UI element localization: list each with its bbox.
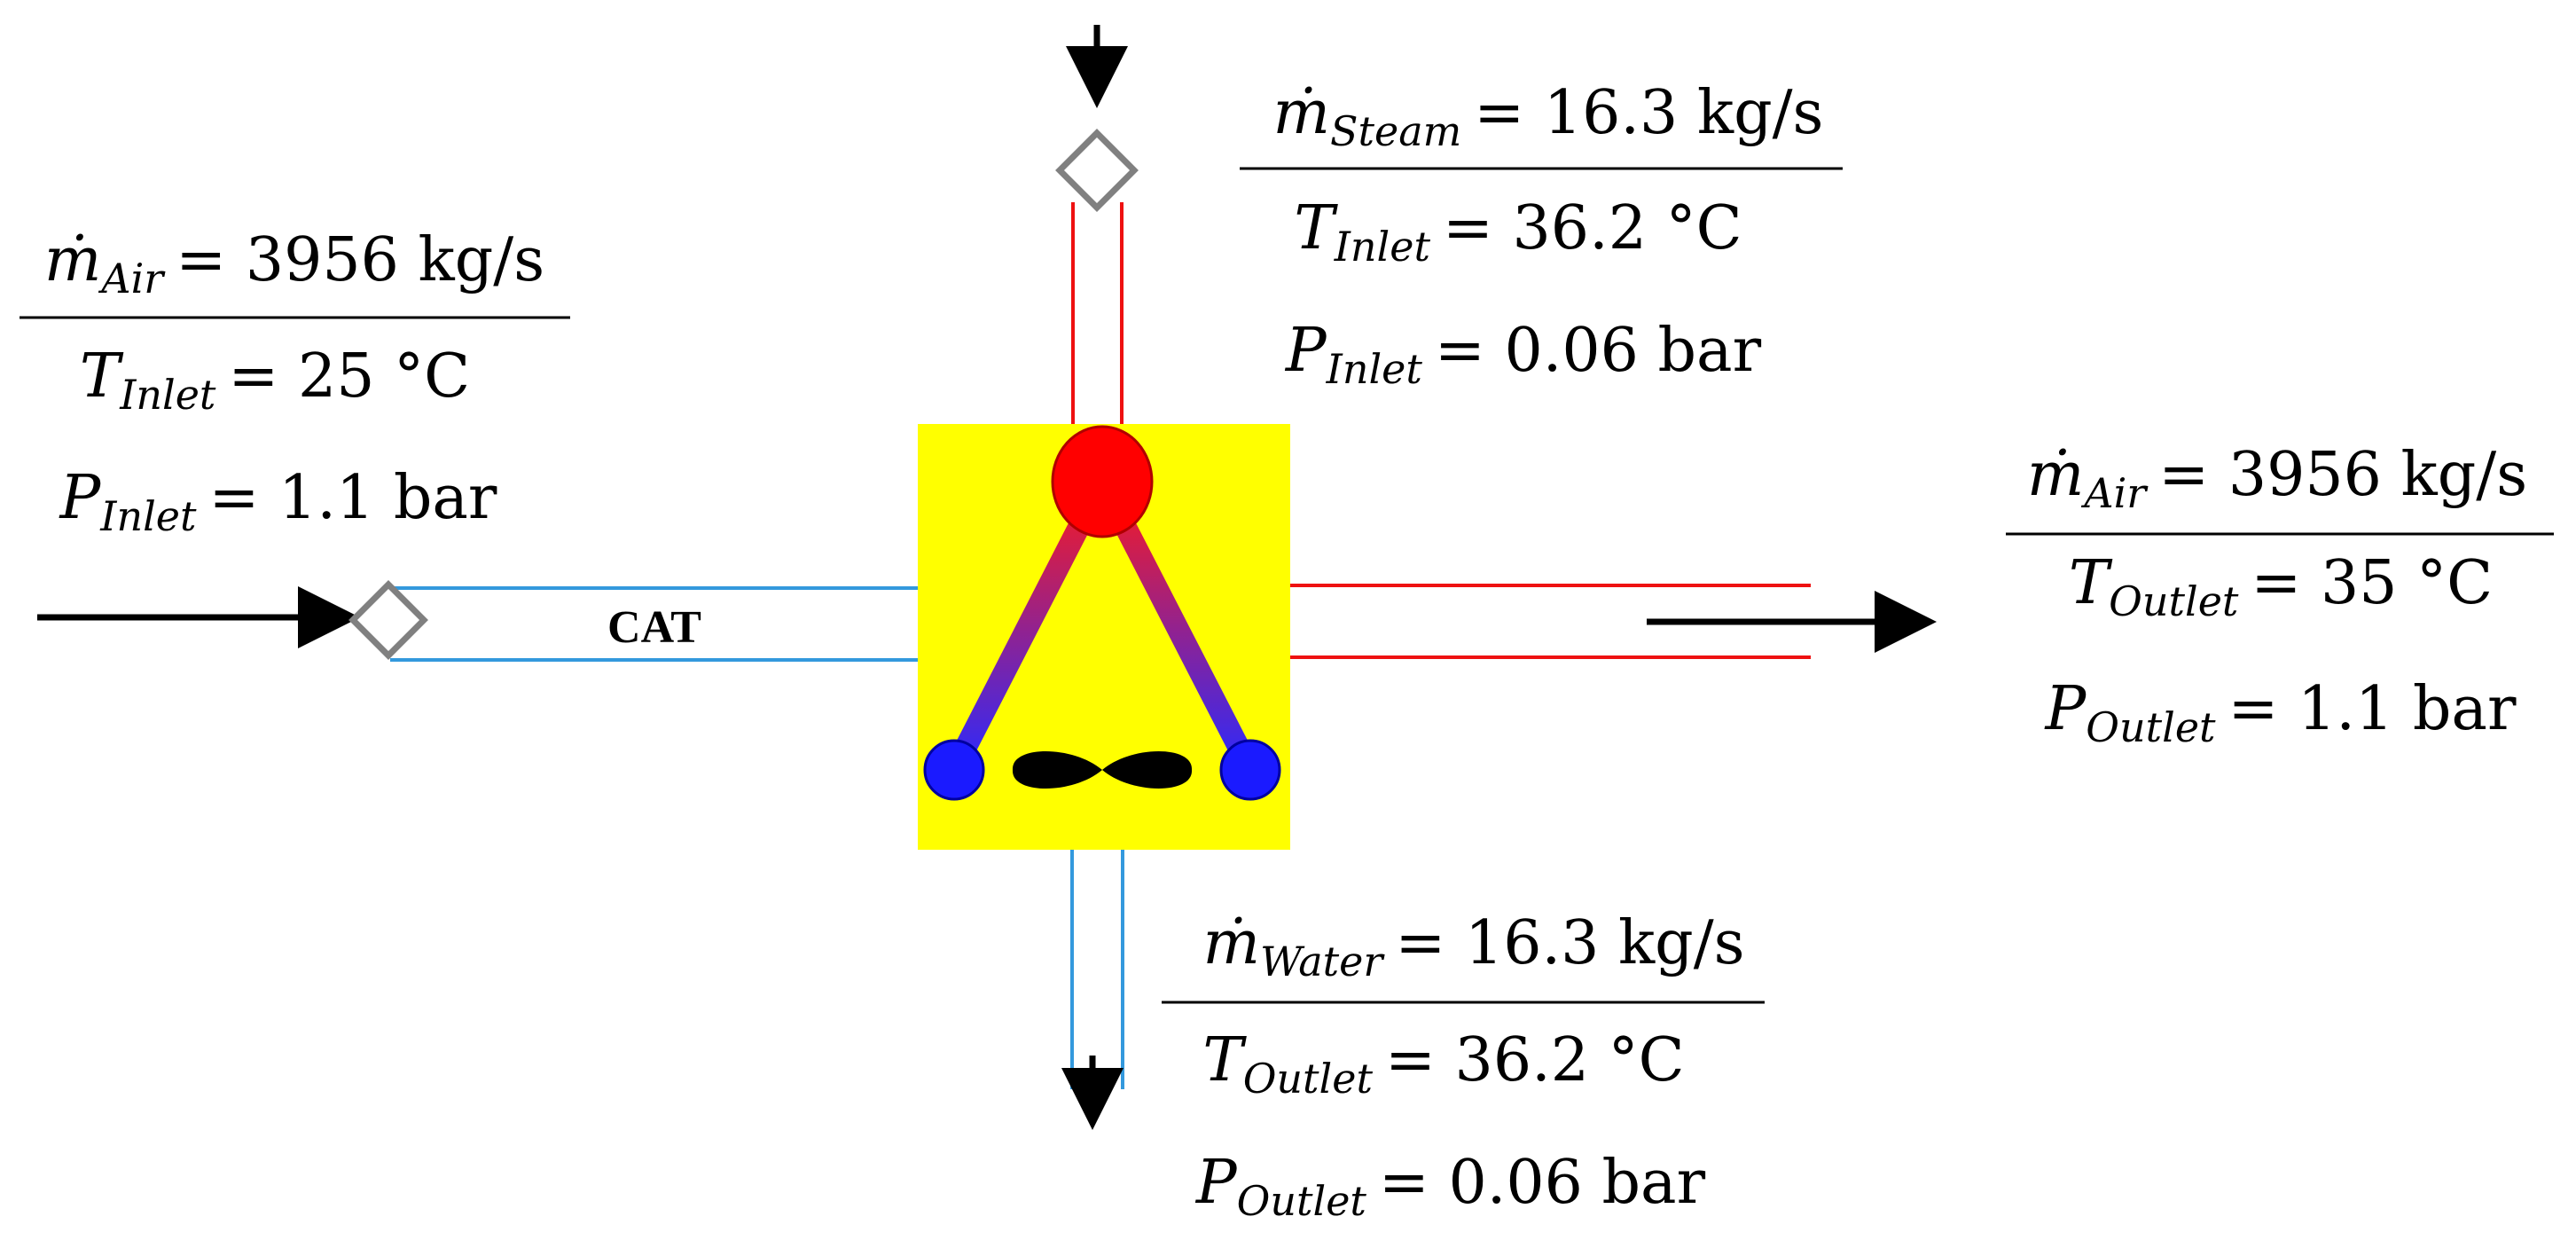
- air-outlet-pipe: [1290, 584, 1811, 659]
- water-outlet-pipe: [1070, 850, 1124, 1089]
- air-inlet-pressure: PInlet= 1.1 bar: [59, 463, 497, 540]
- air-outlet-temperature: TOutlet= 35 °C: [2069, 548, 2493, 625]
- air-outlet-data: ṁAir= 3956 kg/s TOutlet= 35 °C POutlet= …: [2006, 440, 2554, 751]
- steam-inlet-flow-rate: ṁSteam= 16.3 kg/s: [1273, 78, 1824, 155]
- steam-inlet-valve-icon: [1055, 129, 1139, 212]
- air-outlet-pressure: POutlet= 1.1 bar: [2044, 674, 2517, 751]
- air-outlet-flow-rate: ṁAir= 3956 kg/s: [2027, 440, 2527, 517]
- water-outlet-pressure: POutlet= 0.06 bar: [1194, 1148, 1706, 1225]
- cold-node-left-icon: [923, 739, 985, 801]
- cold-node-right-icon: [1219, 739, 1281, 801]
- water-outlet-temperature: TOutlet= 36.2 °C: [1202, 1025, 1684, 1103]
- steam-inlet-temperature: TInlet= 36.2 °C: [1294, 193, 1742, 271]
- hot-node-icon: [1051, 425, 1154, 538]
- cooling-tower-unit: [918, 424, 1290, 850]
- steam-inlet-pipe: [1071, 202, 1124, 424]
- water-outlet-data: ṁWater= 16.3 kg/s TOutlet= 36.2 °C POutl…: [1162, 908, 1765, 1225]
- air-inlet-data: ṁAir= 3956 kg/s TInlet= 25 °C PInlet= 1.…: [20, 225, 570, 540]
- air-inlet-pipe: [390, 586, 918, 662]
- steam-inlet-pressure: PInlet= 0.06 bar: [1284, 316, 1762, 393]
- component-label-cat: CAT: [607, 602, 701, 653]
- water-outlet-flow-rate: ṁWater= 16.3 kg/s: [1202, 908, 1744, 985]
- steam-inlet-data: ṁSteam= 16.3 kg/s TInlet= 36.2 °C PInlet…: [1240, 78, 1843, 393]
- air-inlet-temperature: TInlet= 25 °C: [80, 341, 470, 419]
- air-inlet-flow-rate: ṁAir= 3956 kg/s: [44, 225, 544, 302]
- fan-icon: [1012, 751, 1193, 789]
- air-inlet-valve-icon: [348, 580, 428, 660]
